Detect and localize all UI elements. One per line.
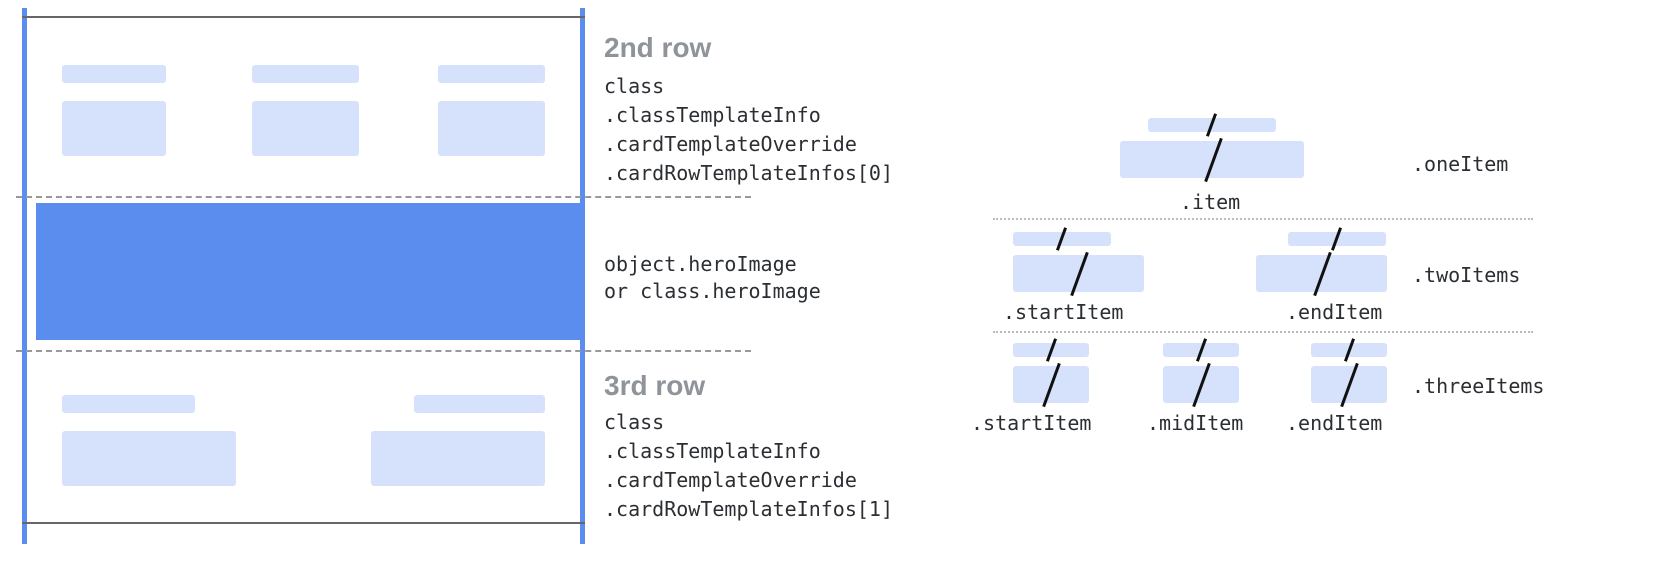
card-left-edge-rule [22,8,27,544]
row3-code-line-1: class [604,410,665,434]
threeitems-start-top-chip [1013,338,1089,362]
row3-chip-label-2 [414,395,545,413]
row3-code-line-2: .classTemplateInfo [604,439,821,463]
threeitems-end-top-chip [1311,338,1387,362]
row2-chip-label-3 [438,65,545,83]
row3-chip-value-2 [371,431,545,486]
row3-chip-value-1 [62,431,236,486]
row2-code-line-3: .cardTemplateOverride [604,132,857,156]
hero-image-block [36,203,581,340]
hero-code-line-2: or class.heroImage [604,279,821,303]
twoitems-end-body-chip [1256,251,1387,297]
oneitem-group-label: .oneItem [1412,152,1509,176]
threeitems-end-body-chip [1311,362,1387,408]
row2-code-line-4: .cardRowTemplateInfos[0] [604,161,893,185]
card-top-rule [22,16,585,18]
row2-chip-value-1 [62,101,166,156]
card-bottom-rule [22,522,585,524]
threeitems-start-body-chip [1013,362,1089,408]
oneitem-body-chip [1120,137,1304,183]
twoitems-start-top-chip [1013,227,1111,251]
hero-code-line-1: object.heroImage [604,252,797,276]
hero-top-dashed-rule [16,196,751,198]
threeitems-miditem-label: .midItem [1147,411,1244,435]
row3-code-line-3: .cardTemplateOverride [604,468,857,492]
threeitems-group-label: .threeItems [1412,374,1545,398]
twoitems-startitem-label: .startItem [1003,300,1124,324]
row2-code-line-2: .classTemplateInfo [604,103,821,127]
row2-chip-label-2 [252,65,359,83]
row2-title: 2nd row [604,32,712,63]
threeitems-startitem-label: .startItem [971,411,1092,435]
oneitem-item-label: .item [1180,190,1241,214]
threeitems-mid-body-chip [1163,362,1239,408]
row2-chip-value-3 [438,101,545,156]
row3-title: 3rd row [604,370,706,401]
threeitems-enditem-label: .endItem [1286,411,1383,435]
twoitems-enditem-label: .endItem [1286,300,1383,324]
row3-chip-label-1 [62,395,195,413]
row2-code-line-1: class [604,74,665,98]
oneitem-top-chip [1148,113,1276,137]
group-divider-2 [993,331,1533,333]
twoitems-end-top-chip [1288,227,1386,251]
card-right-edge-rule [580,8,585,544]
twoitems-group-label: .twoItems [1412,263,1521,287]
twoitems-start-body-chip [1013,251,1144,297]
row2-chip-label-1 [62,65,166,83]
row3-code-line-4: .cardRowTemplateInfos[1] [604,497,893,521]
hero-bottom-dashed-rule [16,350,751,352]
threeitems-mid-top-chip [1163,338,1239,362]
row2-chip-value-2 [252,101,359,156]
group-divider-1 [993,218,1533,220]
